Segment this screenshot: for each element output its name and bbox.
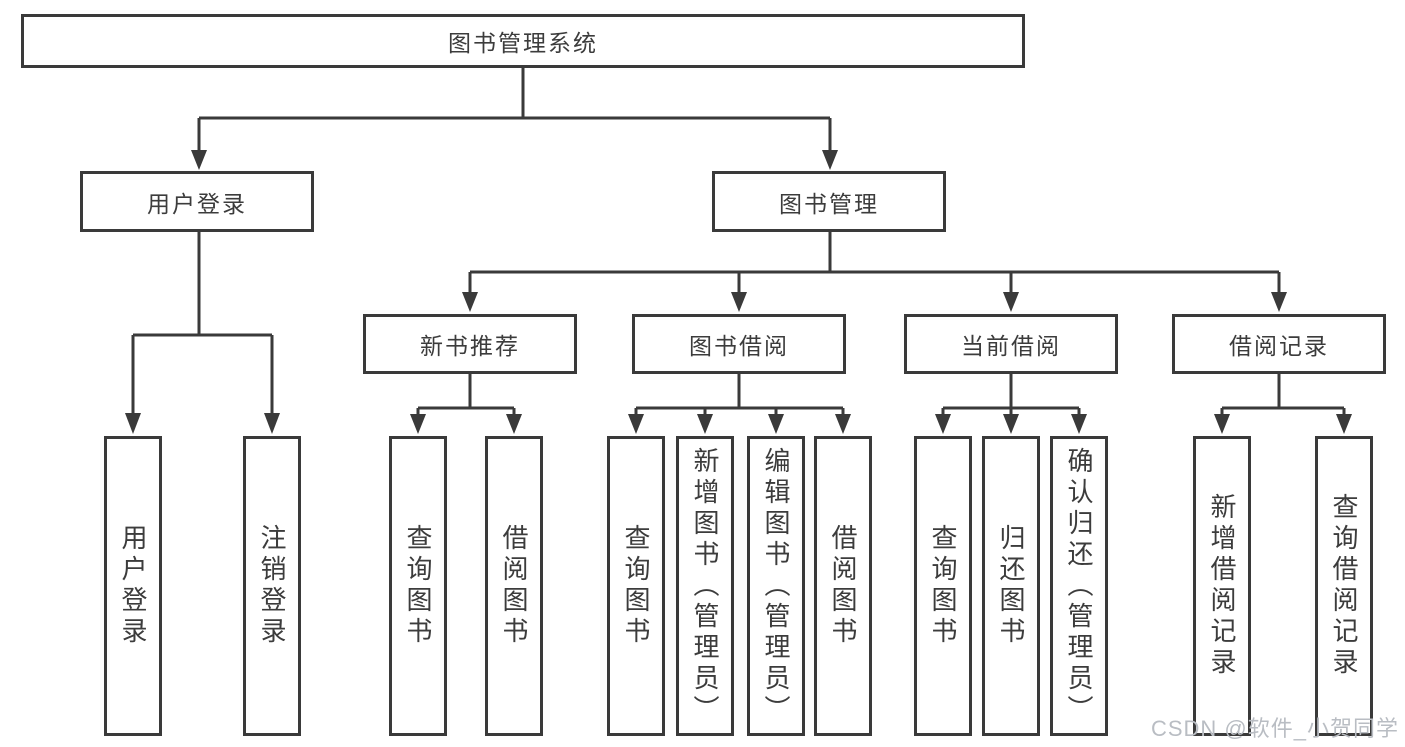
leaf-confirm-return-admin: 确认归还（管理员） <box>1050 436 1108 736</box>
leaf-return-books: 归还图书 <box>982 436 1040 736</box>
leaf-query-books-borrowing: 查询图书 <box>607 436 665 736</box>
node-label: 当前借阅 <box>961 333 1061 359</box>
leaf-borrow-books: 借阅图书 <box>814 436 872 736</box>
node-label: 借阅图书 <box>499 524 529 648</box>
node-label: 查询图书 <box>621 524 651 648</box>
node-label: 新增借阅记录 <box>1207 493 1237 679</box>
node-label: 确认归还（管理员） <box>1064 446 1094 726</box>
leaf-logout: 注销登录 <box>243 436 301 736</box>
node-label: 图书管理系统 <box>448 30 598 56</box>
node-label: 归还图书 <box>996 524 1026 648</box>
leaf-query-books-current: 查询图书 <box>914 436 972 736</box>
node-library-management-system: 图书管理系统 <box>21 14 1025 68</box>
node-borrowing-records: 借阅记录 <box>1172 314 1386 374</box>
node-label: 图书管理 <box>779 190 879 217</box>
node-label: 用户登录 <box>147 190 247 217</box>
node-label: 编辑图书（管理员） <box>761 446 791 726</box>
node-label: 查询图书 <box>928 524 958 648</box>
node-label: 注销登录 <box>257 524 287 648</box>
node-label: 借阅图书 <box>828 524 858 648</box>
leaf-add-borrow-record: 新增借阅记录 <box>1193 436 1251 736</box>
leaf-edit-books-admin: 编辑图书（管理员） <box>747 436 805 736</box>
node-current-borrowing: 当前借阅 <box>904 314 1118 374</box>
leaf-add-books-admin: 新增图书（管理员） <box>676 436 734 736</box>
leaf-query-books-recommend: 查询图书 <box>389 436 447 736</box>
csdn-watermark: CSDN @软件_小贺同学 <box>1150 716 1399 741</box>
node-book-management: 图书管理 <box>712 171 946 232</box>
node-label: 新书推荐 <box>420 333 520 359</box>
node-book-borrowing: 图书借阅 <box>632 314 846 374</box>
leaf-query-borrow-record: 查询借阅记录 <box>1315 436 1373 736</box>
node-label: 查询图书 <box>403 524 433 648</box>
node-label: 图书借阅 <box>689 333 789 359</box>
node-label: 借阅记录 <box>1229 333 1329 359</box>
leaf-user-login: 用户登录 <box>104 436 162 736</box>
node-new-book-recommend: 新书推荐 <box>363 314 577 374</box>
node-user-login: 用户登录 <box>80 171 314 232</box>
leaf-borrow-books-recommend: 借阅图书 <box>485 436 543 736</box>
node-label: 新增图书（管理员） <box>690 446 720 726</box>
node-label: 用户登录 <box>118 524 148 648</box>
node-label: 查询借阅记录 <box>1329 493 1359 679</box>
